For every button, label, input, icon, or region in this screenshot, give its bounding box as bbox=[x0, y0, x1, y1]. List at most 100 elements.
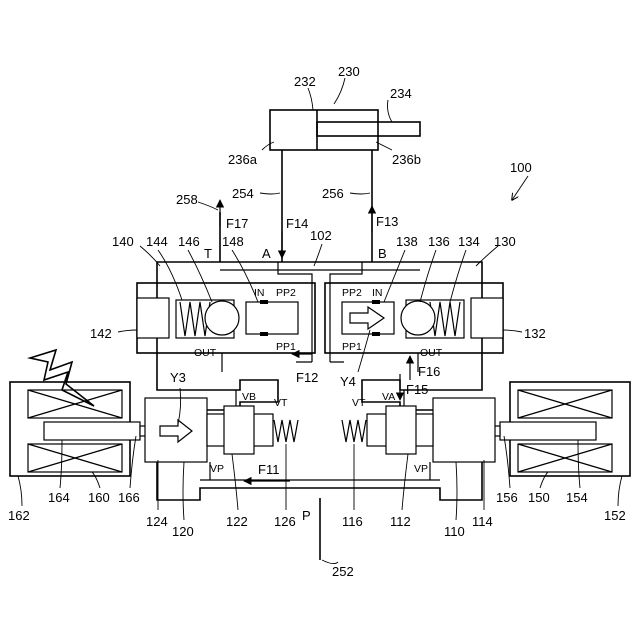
lead-144 bbox=[158, 250, 182, 300]
lead-230 bbox=[334, 78, 345, 104]
lead-134 bbox=[450, 250, 466, 302]
lead-152 bbox=[618, 476, 622, 506]
label-F16: F16 bbox=[418, 364, 440, 379]
label-left-IN: IN bbox=[254, 287, 265, 299]
label-148: 148 bbox=[222, 234, 244, 249]
piston-rod bbox=[317, 122, 420, 136]
label-F11: F11 bbox=[258, 462, 279, 477]
label-left-OUT: OUT bbox=[194, 347, 217, 359]
label-236a: 236a bbox=[228, 152, 258, 167]
lead-138 bbox=[384, 250, 405, 302]
label-Y3: Y3 bbox=[170, 370, 186, 385]
label-166: 166 bbox=[118, 490, 140, 505]
label-140: 140 bbox=[112, 234, 134, 249]
label-124: 124 bbox=[146, 514, 168, 529]
lead-258 bbox=[198, 202, 218, 210]
lead-256 bbox=[350, 193, 370, 194]
label-102: 102 bbox=[310, 228, 332, 243]
label-136: 136 bbox=[428, 234, 450, 249]
left-spool-sleeve-124 bbox=[145, 398, 207, 462]
label-left-VB: VB bbox=[242, 391, 256, 403]
right-spool-sleeve-114 bbox=[433, 398, 495, 462]
label-112: 112 bbox=[390, 514, 411, 529]
label-156: 156 bbox=[496, 490, 518, 505]
lead-132 bbox=[503, 330, 522, 332]
lead-100 bbox=[512, 176, 528, 200]
label-right-PP1: PP1 bbox=[342, 341, 362, 353]
label-right-VP: VP bbox=[414, 463, 428, 475]
label-right-OUT: OUT bbox=[420, 347, 443, 359]
left-pilot-seal-2 bbox=[260, 332, 268, 336]
lead-136 bbox=[420, 250, 436, 302]
label-left-VT: VT bbox=[274, 397, 288, 409]
label-port-A: A bbox=[262, 246, 271, 261]
lead-150 bbox=[540, 472, 548, 488]
lead-140 bbox=[140, 246, 160, 266]
left-spool-land bbox=[224, 406, 254, 454]
pipes bbox=[198, 150, 372, 564]
label-port-B: B bbox=[378, 246, 387, 261]
lead-142 bbox=[118, 330, 137, 332]
label-Y4: Y4 bbox=[340, 374, 356, 389]
left-pilot-piston-148 bbox=[246, 302, 298, 334]
label-126: 126 bbox=[274, 514, 296, 529]
label-154: 154 bbox=[566, 490, 588, 505]
label-254: 254 bbox=[232, 186, 254, 201]
label-right-IN: IN bbox=[372, 287, 383, 299]
label-F15: F15 bbox=[406, 382, 428, 397]
plunger-154 bbox=[500, 422, 596, 440]
lead-160 bbox=[92, 472, 100, 488]
label-122: 122 bbox=[226, 514, 248, 529]
label-164: 164 bbox=[48, 490, 70, 505]
lead-110 bbox=[456, 462, 457, 520]
label-236b: 236b bbox=[392, 152, 421, 167]
lead-232 bbox=[308, 88, 313, 110]
label-252: 252 bbox=[332, 564, 354, 579]
label-144: 144 bbox=[146, 234, 168, 249]
label-100: 100 bbox=[510, 160, 532, 175]
left-pilot-seal bbox=[260, 300, 268, 304]
label-left-VP: VP bbox=[210, 463, 224, 475]
label-134: 134 bbox=[458, 234, 480, 249]
right-pilot-seal bbox=[372, 300, 380, 304]
label-right-PP2: PP2 bbox=[342, 287, 362, 299]
label-120: 120 bbox=[172, 524, 194, 539]
body-outline bbox=[157, 262, 482, 500]
label-right-VT: VT bbox=[352, 397, 366, 409]
lead-254 bbox=[260, 193, 280, 194]
label-152: 152 bbox=[604, 508, 626, 523]
label-F14: F14 bbox=[286, 216, 308, 231]
label-230: 230 bbox=[338, 64, 360, 79]
label-110: 110 bbox=[444, 524, 465, 539]
label-F17: F17 bbox=[226, 216, 248, 231]
label-port-T: T bbox=[204, 246, 212, 261]
label-left-PP1: PP1 bbox=[276, 341, 296, 353]
ball-136 bbox=[401, 301, 435, 335]
right-pilot-seal-2 bbox=[372, 332, 380, 336]
left-solenoid bbox=[10, 350, 160, 506]
left-check-valve bbox=[118, 246, 315, 372]
label-138: 138 bbox=[396, 234, 418, 249]
lead-130 bbox=[476, 246, 498, 266]
right-solenoid bbox=[480, 382, 630, 506]
label-114: 114 bbox=[472, 514, 493, 529]
lead-120 bbox=[183, 462, 184, 520]
right-spool-land bbox=[386, 406, 416, 454]
label-162: 162 bbox=[8, 508, 30, 523]
lead-166 bbox=[130, 436, 136, 488]
spring-126 bbox=[274, 420, 298, 442]
label-right-VA: VA bbox=[382, 391, 395, 403]
label-150: 150 bbox=[528, 490, 550, 505]
lead-236a bbox=[262, 142, 274, 150]
cylinder-body bbox=[270, 110, 378, 150]
label-160: 160 bbox=[88, 490, 110, 505]
label-256: 256 bbox=[322, 186, 344, 201]
spring-116 bbox=[342, 420, 366, 442]
label-116: 116 bbox=[342, 514, 363, 529]
label-142: 142 bbox=[90, 326, 112, 341]
lead-156 bbox=[504, 436, 510, 488]
label-146: 146 bbox=[178, 234, 200, 249]
lead-234 bbox=[388, 100, 393, 122]
label-F12: F12 bbox=[296, 370, 318, 385]
